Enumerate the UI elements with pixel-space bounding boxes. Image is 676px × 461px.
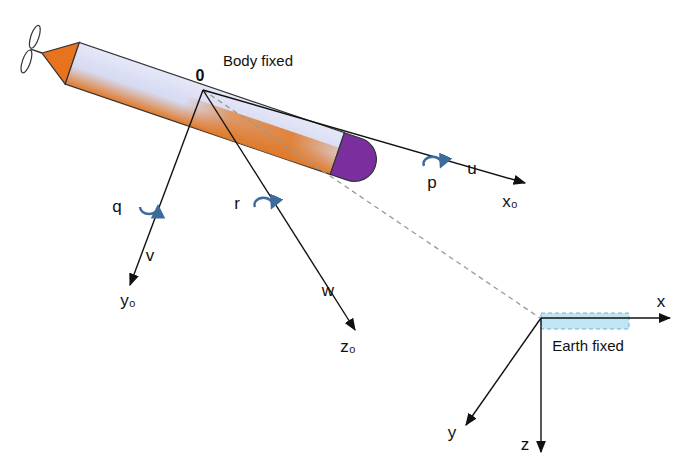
axis-label: y	[448, 424, 457, 441]
axis-label: z₀	[340, 338, 356, 355]
axis-label: x	[657, 293, 666, 310]
rate-label: q	[112, 198, 121, 215]
frame-label: Body fixed	[223, 53, 293, 68]
axis-label: y₀	[120, 292, 136, 309]
origin-label: 0	[196, 68, 205, 84]
velocity-label: v	[146, 247, 155, 264]
axis-label: x₀	[502, 193, 518, 210]
rate-label: p	[427, 174, 436, 191]
velocity-label: w	[322, 282, 334, 299]
rate-label: r	[234, 195, 240, 212]
velocity-label: u	[467, 160, 476, 177]
axis-label: z	[521, 436, 530, 453]
vehicle-body	[19, 24, 383, 190]
frame-label: Earth fixed	[552, 338, 624, 353]
